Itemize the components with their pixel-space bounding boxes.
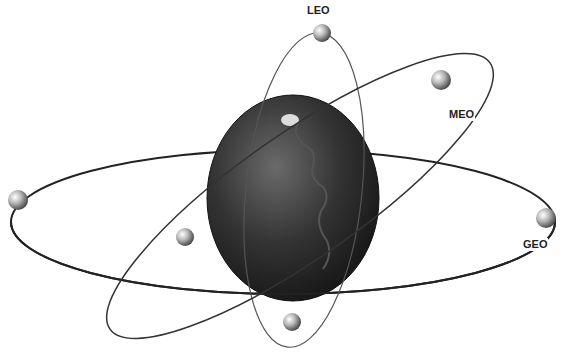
orbit-label: LEO [306,4,331,17]
geo-orbit-front [11,222,555,294]
satellite [313,24,331,42]
satellite [536,208,556,228]
satellite [176,228,194,246]
satellite [8,190,28,210]
earth-landmass [296,120,329,269]
orbit-label: GEO [522,238,548,251]
orbit-label: MEO [448,108,475,121]
leo-orbit [230,27,378,353]
satellite [431,70,451,90]
meo-orbit [74,12,525,361]
satellite [283,313,301,331]
